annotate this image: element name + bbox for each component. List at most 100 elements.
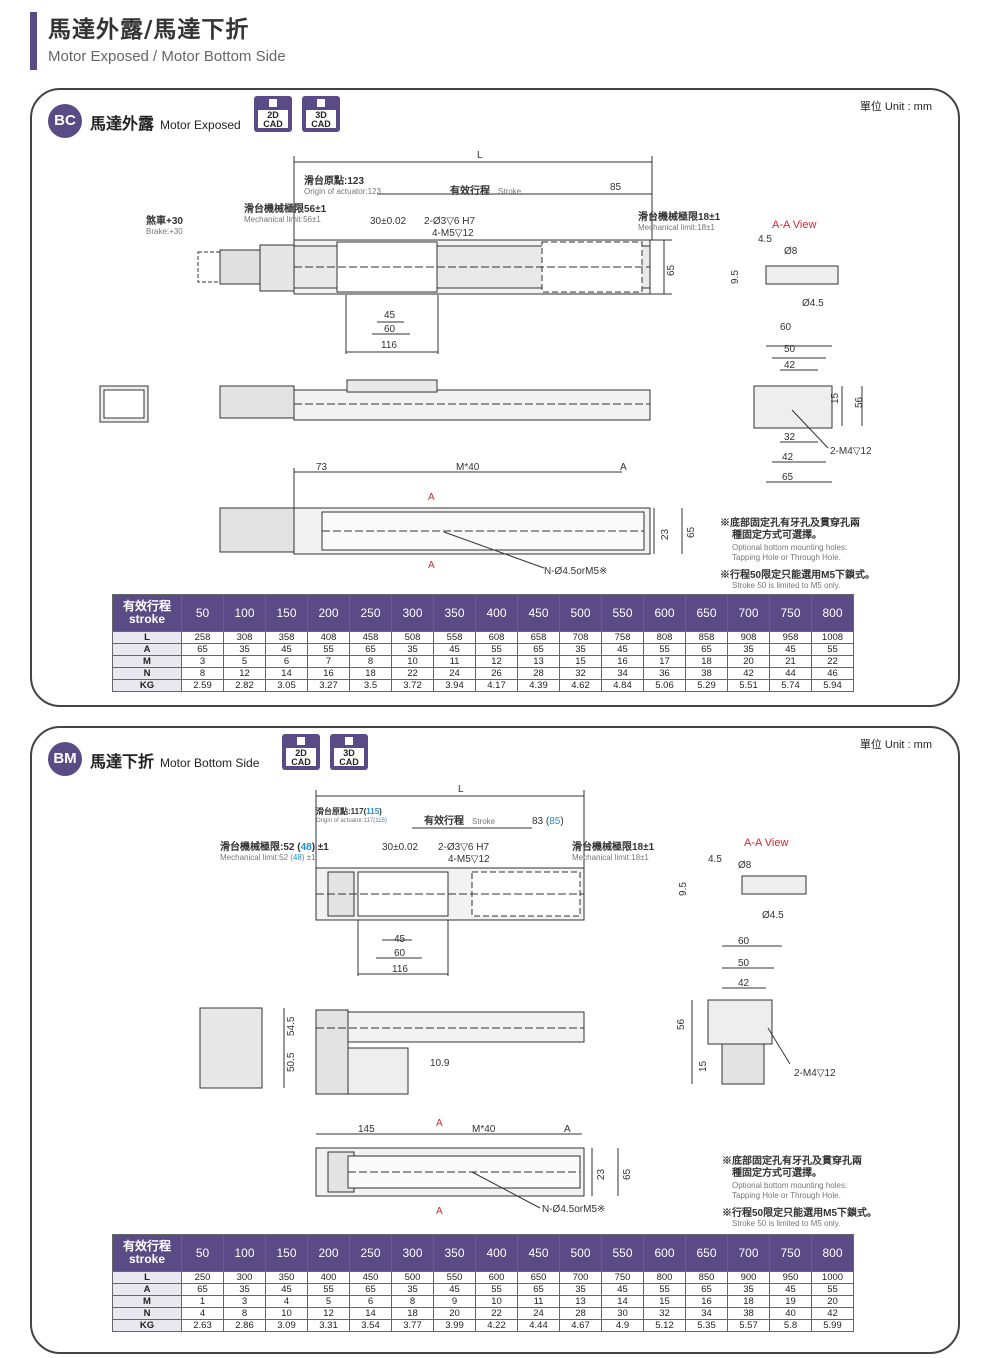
table-cell: 35: [223, 643, 266, 656]
bm-dim-116: 116: [392, 964, 408, 975]
cad-disk-icon: [269, 99, 277, 107]
stroke-header-cell: 500: [559, 1234, 602, 1272]
bm-aa-15: 15: [698, 1060, 709, 1072]
table-cell: 18: [349, 667, 392, 680]
stroke-header-cell: 700: [727, 1234, 770, 1272]
row-header: M: [112, 655, 182, 668]
table-cell: 34: [685, 1307, 728, 1320]
table-cell: 35: [391, 643, 434, 656]
bc-stroke-en: Stroke: [498, 187, 522, 196]
bm-origin-en-text: Origin of actuator:117(: [316, 818, 375, 824]
table-cell: 65: [181, 1283, 224, 1296]
bc-dim-116: 116: [381, 340, 397, 351]
table-cell: 5.99: [811, 1319, 854, 1332]
stroke-header-cell: 350: [433, 594, 476, 632]
table-cell: 3.94: [433, 679, 476, 692]
table-cell: 28: [517, 667, 560, 680]
table-cell: 958: [769, 631, 812, 644]
table-cell: 258: [181, 631, 224, 644]
row-header: N: [112, 1307, 182, 1320]
bc-section-a-top: A: [428, 492, 435, 503]
table-cell: 3.5: [349, 679, 392, 692]
table-cell: 700: [559, 1271, 602, 1284]
table-cell: 5.94: [811, 679, 854, 692]
table-cell: 30: [601, 1307, 644, 1320]
table-cell: 5.57: [727, 1319, 770, 1332]
table-cell: 608: [475, 631, 518, 644]
table-cell: 13: [517, 655, 560, 668]
table-cell: 26: [475, 667, 518, 680]
table-cell: 44: [769, 667, 812, 680]
stroke-header-cell: 800: [811, 594, 854, 632]
stroke-header-cell: 450: [517, 594, 560, 632]
bm-dim-65: 65: [622, 1168, 633, 1180]
table-cell: 55: [307, 643, 350, 656]
row-header: L: [112, 631, 182, 644]
table-cell: 1008: [811, 631, 854, 644]
table-cell: 45: [265, 643, 308, 656]
table-cell: 400: [307, 1271, 350, 1284]
cad-2d-top: 2D: [267, 110, 279, 120]
table-cell: 11: [517, 1295, 560, 1308]
table-cell: 6: [349, 1295, 392, 1308]
cad-3d-bottom: CAD: [311, 119, 331, 129]
bc-note2-en: Stroke 50 is limited to M5 only.: [732, 581, 840, 590]
bm-origin-alt: 115: [366, 807, 379, 816]
table-cell: 4.39: [517, 679, 560, 692]
bc-aa-95: 9.5: [730, 270, 741, 284]
bc-note1b: 種固定方式可選擇。: [732, 528, 822, 541]
table-cell: 4.44: [517, 1319, 560, 1332]
bm-hole: N-Ø4.5orM5※: [542, 1204, 605, 1215]
bc-aa-50: 50: [784, 344, 796, 355]
table-cell: 5.74: [769, 679, 812, 692]
stroke-header-cell: 400: [475, 1234, 518, 1272]
bm-dim-23: 23: [596, 1168, 607, 1180]
table-cell: 4: [265, 1295, 308, 1308]
bc-origin: 滑台原點:123: [304, 174, 364, 187]
table-cell: 800: [643, 1271, 686, 1284]
bc-mech-right: 滑台機械極限18±1: [638, 210, 721, 223]
table-cell: 3.05: [265, 679, 308, 692]
stroke-header-cell: 500: [559, 594, 602, 632]
table-cell: 34: [601, 667, 644, 680]
stroke-label-zh: 有效行程: [122, 1239, 171, 1253]
bc-badge: BC: [48, 104, 82, 138]
table-cell: 11: [433, 655, 476, 668]
stroke-header-cell: 650: [685, 594, 728, 632]
bm-stroke: 有效行程: [424, 814, 464, 827]
bm-technical-drawing: L 滑台原點:117(115) Origin of actuator:117(1…: [199, 784, 877, 1228]
table-cell: 4.84: [601, 679, 644, 692]
bc-aa-o45: Ø4.5: [802, 298, 824, 309]
bm-mech-left-alt: 48: [301, 842, 313, 853]
bm-note2-en: Stroke 50 is limited to M5 only.: [732, 1219, 840, 1228]
bm-mech-left-close: ) ±1: [312, 842, 330, 853]
table-cell: 18: [391, 1307, 434, 1320]
table-cell: 750: [601, 1271, 644, 1284]
bm-dim-a: A: [564, 1124, 571, 1135]
bc-mech-left: 滑台機械極限56±1: [244, 202, 327, 215]
bc-dim-23: 23: [660, 528, 671, 540]
table-cell: 24: [517, 1307, 560, 1320]
table-cell: 300: [223, 1271, 266, 1284]
table-cell: 6: [265, 655, 308, 668]
stroke-label-en: stroke: [128, 612, 166, 626]
table-cell: 4.22: [475, 1319, 518, 1332]
stroke-header-cell: 250: [349, 594, 392, 632]
table-cell: 22: [811, 655, 854, 668]
table-cell: 35: [559, 1283, 602, 1296]
stroke-header-cell: 300: [391, 1234, 434, 1272]
stroke-header-cell: 550: [601, 1234, 644, 1272]
stroke-header-cell: 600: [643, 1234, 686, 1272]
cad-2d-bottom: CAD: [291, 757, 311, 767]
table-cell: 10: [391, 655, 434, 668]
